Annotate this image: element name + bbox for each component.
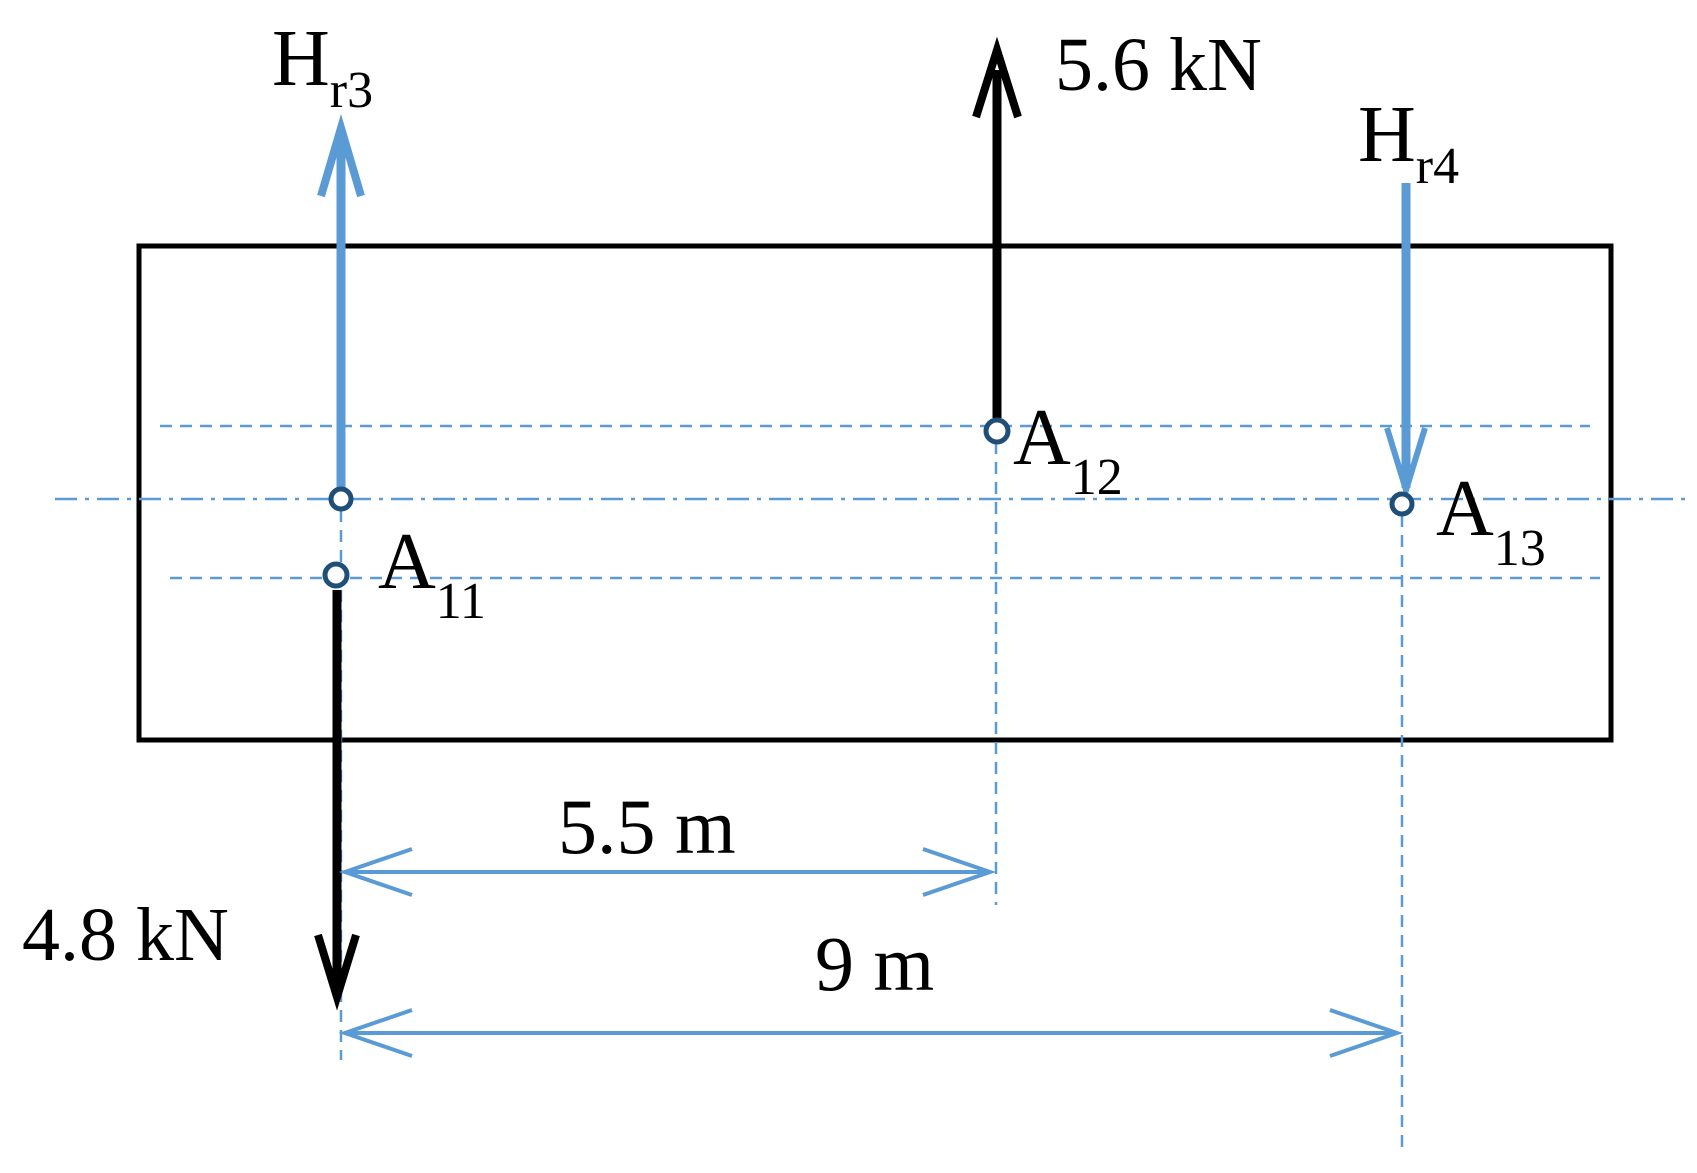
- point-a12: [983, 417, 1011, 445]
- points: [322, 417, 1415, 589]
- force-down-arrow: [314, 590, 360, 1011]
- label-hr4: Hr4: [1358, 91, 1459, 195]
- label-hr3: Hr3: [272, 15, 373, 119]
- force-hr4-arrow: [1384, 183, 1428, 501]
- force-up-arrow: [972, 36, 1022, 418]
- force-hr3-arrow: [317, 113, 365, 490]
- label-a13: A13: [1436, 465, 1546, 577]
- label-a11: A11: [378, 518, 486, 630]
- label-dimension-9: 9 m: [815, 920, 934, 1007]
- label-a12: A12: [1013, 394, 1123, 506]
- point-a13: [1389, 491, 1415, 517]
- point-a11: [322, 561, 350, 589]
- label-force-down: 4.8 kN: [22, 893, 229, 977]
- body-rectangle: [136, 243, 1614, 743]
- label-dimension-5-5: 5.5 m: [558, 783, 736, 870]
- dimension-9: [338, 1008, 1404, 1058]
- point-hr3-origin: [328, 486, 354, 512]
- dimension-5-5: [338, 847, 997, 897]
- label-force-up: 5.6 kN: [1055, 23, 1262, 107]
